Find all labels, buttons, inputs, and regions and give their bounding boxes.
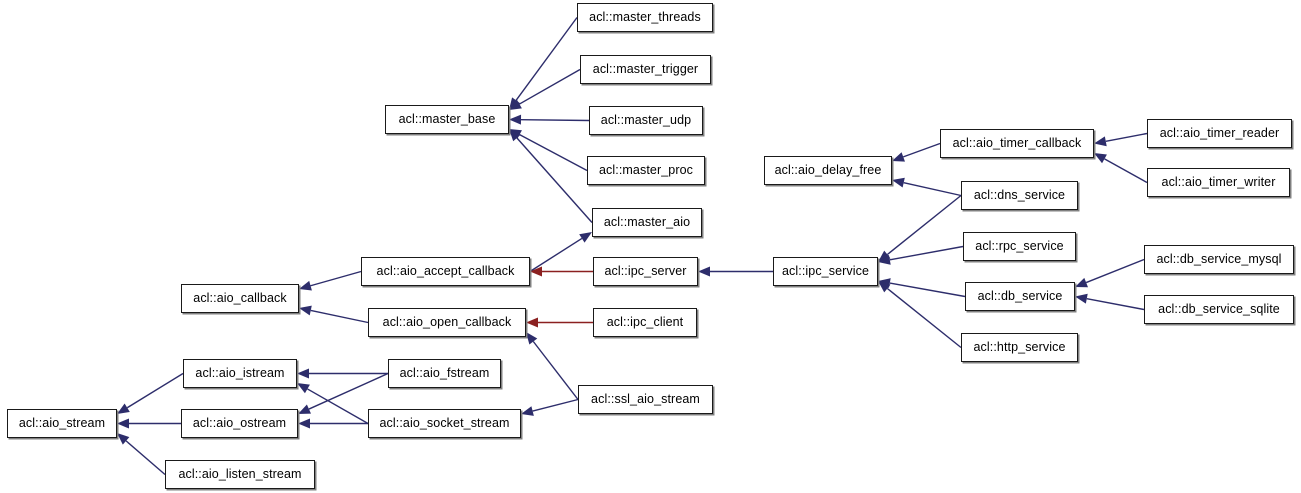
edge-ipc_server-to-aio_accept_callback — [530, 266, 593, 277]
class-node-master_trigger[interactable]: acl::master_trigger — [580, 55, 711, 84]
edge-aio_timer_callback-to-aio_delay_free — [892, 142, 941, 162]
class-node-aio_delay_free[interactable]: acl::aio_delay_free — [764, 156, 892, 185]
class-node-http_service[interactable]: acl::http_service — [961, 333, 1078, 362]
class-node-aio_socket_stream[interactable]: acl::aio_socket_stream — [368, 409, 521, 438]
class-node-aio_istream[interactable]: acl::aio_istream — [183, 359, 297, 388]
class-node-label: acl::aio_open_callback — [382, 315, 512, 330]
edge-aio_ostream-to-aio_stream — [117, 418, 181, 429]
class-node-label: acl::aio_callback — [193, 291, 287, 306]
class-node-aio_timer_reader[interactable]: acl::aio_timer_reader — [1147, 119, 1292, 148]
edge-db_service_sqlite-to-db_service — [1075, 293, 1145, 311]
class-node-label: acl::aio_listen_stream — [178, 467, 302, 482]
class-node-label: acl::master_trigger — [592, 62, 699, 77]
class-node-label: acl::ssl_aio_stream — [591, 392, 700, 407]
class-node-label: acl::db_service_mysql — [1156, 252, 1282, 267]
edge-master_aio-to-master_base — [509, 129, 593, 223]
class-node-label: acl::master_proc — [599, 163, 693, 178]
class-node-label: acl::aio_ostream — [192, 416, 287, 431]
class-node-label: acl::dns_service — [973, 188, 1066, 203]
edge-aio_fstream-to-aio_istream — [297, 368, 388, 379]
class-node-label: acl::aio_timer_reader — [1159, 126, 1280, 141]
edge-ipc_client-to-aio_open_callback — [526, 317, 593, 328]
class-node-aio_open_callback[interactable]: acl::aio_open_callback — [368, 308, 526, 337]
class-node-label: acl::aio_istream — [195, 366, 285, 381]
class-node-master_threads[interactable]: acl::master_threads — [577, 3, 713, 32]
class-node-master_proc[interactable]: acl::master_proc — [587, 156, 705, 185]
class-node-ipc_service[interactable]: acl::ipc_service — [773, 257, 878, 286]
class-node-label: acl::db_service_sqlite — [1158, 302, 1280, 317]
class-node-label: acl::aio_delay_free — [774, 163, 882, 178]
class-node-label: acl::master_aio — [603, 215, 691, 230]
edge-ssl_aio_stream-to-aio_socket_stream — [521, 398, 579, 416]
class-node-aio_listen_stream[interactable]: acl::aio_listen_stream — [165, 460, 315, 489]
class-node-label: acl::ipc_server — [604, 264, 687, 279]
edge-aio_socket_stream-to-aio_istream — [297, 383, 369, 425]
class-node-aio_timer_callback[interactable]: acl::aio_timer_callback — [940, 129, 1094, 158]
edge-master_trigger-to-master_base — [509, 68, 581, 110]
class-node-db_service[interactable]: acl::db_service — [965, 282, 1075, 311]
class-node-ipc_server[interactable]: acl::ipc_server — [593, 257, 698, 286]
edge-rpc_service-to-ipc_service — [878, 245, 964, 265]
edge-aio_timer_reader-to-aio_timer_callback — [1094, 132, 1148, 147]
edge-aio_open_callback-to-aio_callback — [299, 305, 369, 324]
class-node-label: acl::aio_timer_callback — [952, 136, 1082, 151]
class-node-label: acl::aio_accept_callback — [376, 264, 515, 279]
class-node-aio_timer_writer[interactable]: acl::aio_timer_writer — [1147, 168, 1290, 197]
class-node-label: acl::aio_socket_stream — [379, 416, 510, 431]
class-node-rpc_service[interactable]: acl::rpc_service — [963, 232, 1076, 261]
edge-ssl_aio_stream-to-aio_open_callback — [526, 332, 579, 400]
class-node-label: acl::aio_stream — [18, 416, 106, 431]
class-node-aio_callback[interactable]: acl::aio_callback — [181, 284, 299, 313]
edge-aio_istream-to-aio_stream — [117, 372, 184, 414]
edge-master_threads-to-master_base — [509, 17, 578, 110]
edge-aio_timer_writer-to-aio_timer_callback — [1094, 153, 1148, 184]
class-node-aio_accept_callback[interactable]: acl::aio_accept_callback — [361, 257, 530, 286]
class-node-aio_stream[interactable]: acl::aio_stream — [7, 409, 117, 438]
edge-dns_service-to-aio_delay_free — [892, 177, 962, 197]
edge-ipc_service-to-ipc_server — [698, 266, 773, 277]
edge-aio_accept_callback-to-master_aio — [529, 232, 592, 273]
class-node-dns_service[interactable]: acl::dns_service — [961, 181, 1078, 210]
class-node-label: acl::master_base — [398, 112, 496, 127]
class-node-ssl_aio_stream[interactable]: acl::ssl_aio_stream — [578, 385, 713, 414]
class-node-master_base[interactable]: acl::master_base — [385, 105, 509, 134]
edge-http_service-to-ipc_service — [878, 281, 962, 349]
class-node-label: acl::db_service — [977, 289, 1063, 304]
class-node-label: acl::ipc_client — [606, 315, 684, 330]
edge-aio_accept_callback-to-aio_callback — [299, 270, 362, 291]
edge-master_proc-to-master_base — [509, 129, 588, 172]
class-node-label: acl::aio_fstream — [399, 366, 490, 381]
class-node-label: acl::aio_timer_writer — [1161, 175, 1276, 190]
class-node-db_service_sqlite[interactable]: acl::db_service_sqlite — [1144, 295, 1294, 324]
class-node-label: acl::master_threads — [589, 10, 701, 25]
edge-db_service_mysql-to-db_service — [1075, 258, 1145, 288]
edge-master_udp-to-master_base — [509, 114, 590, 125]
class-node-master_udp[interactable]: acl::master_udp — [589, 106, 703, 135]
class-node-label: acl::ipc_service — [781, 264, 870, 279]
class-node-label: acl::http_service — [973, 340, 1066, 355]
edge-aio_listen_stream-to-aio_stream — [117, 433, 166, 476]
edge-db_service-to-ipc_service — [878, 278, 966, 298]
edge-dns_service-to-ipc_service — [878, 194, 962, 262]
edge-aio_socket_stream-to-aio_ostream — [298, 418, 368, 429]
class-node-ipc_client[interactable]: acl::ipc_client — [593, 308, 697, 337]
class-node-db_service_mysql[interactable]: acl::db_service_mysql — [1144, 245, 1294, 274]
class-node-label: acl::rpc_service — [975, 239, 1064, 254]
class-node-aio_fstream[interactable]: acl::aio_fstream — [388, 359, 501, 388]
class-node-master_aio[interactable]: acl::master_aio — [592, 208, 702, 237]
class-node-label: acl::master_udp — [600, 113, 692, 128]
edge-aio_fstream-to-aio_ostream — [298, 372, 389, 414]
class-node-aio_ostream[interactable]: acl::aio_ostream — [181, 409, 298, 438]
